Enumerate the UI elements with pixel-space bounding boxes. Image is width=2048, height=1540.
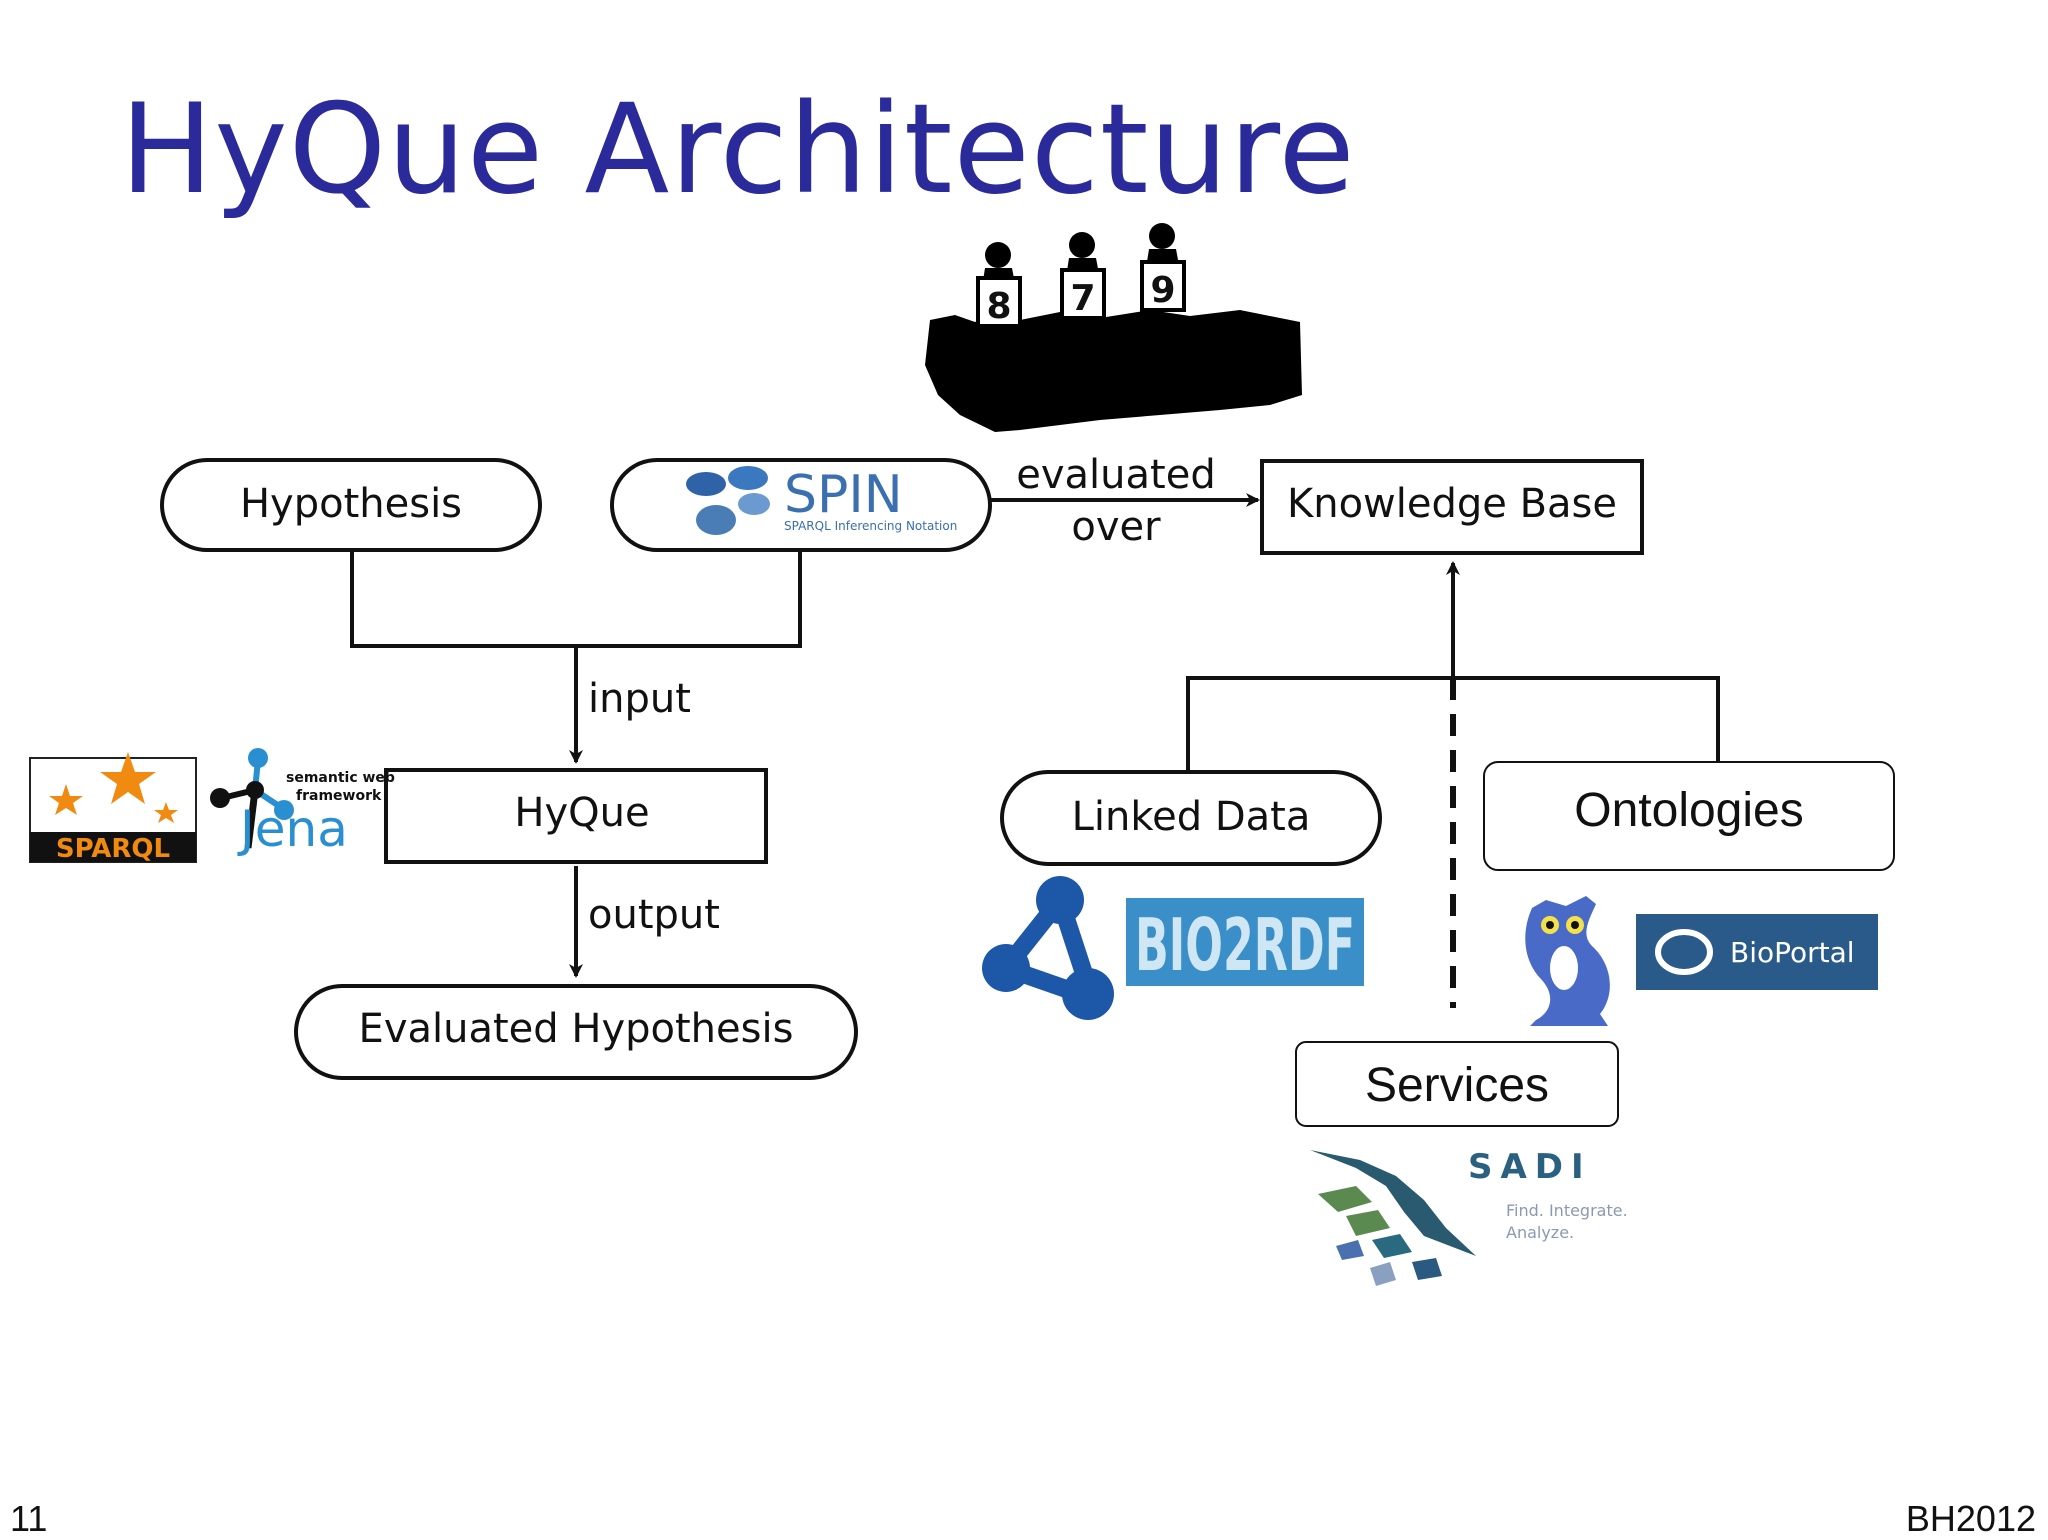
edge-label-output: output — [588, 892, 720, 938]
owl-icon — [1525, 896, 1610, 1026]
sadi-swirl-icon — [1310, 1150, 1476, 1286]
services-node: Services — [1295, 1041, 1619, 1127]
jena-tagline-1: semantic web — [286, 770, 395, 786]
connectors — [350, 493, 1720, 1008]
jena-wordmark: Jena — [237, 800, 348, 858]
score-card-1: 8 — [986, 286, 1011, 327]
knowledge-base-node: Knowledge Base — [1260, 459, 1644, 555]
jena-tagline-2: framework — [296, 788, 382, 804]
page-number: 11 — [10, 1498, 48, 1539]
bio2rdf-logo: BIO2RDF — [1126, 898, 1364, 987]
jena-molecule-icon — [210, 748, 294, 849]
star-icon — [100, 752, 156, 804]
spin-tagline: SPARQL Inferencing Notation — [784, 519, 957, 533]
sadi-tagline-2: Analyze. — [1506, 1223, 1574, 1242]
bioportal-logo: BioPortal — [1636, 914, 1878, 990]
hypothesis-label: Hypothesis — [240, 481, 462, 527]
ontologies-node: Ontologies — [1483, 761, 1895, 871]
sadi-wordmark: SADI — [1468, 1147, 1592, 1187]
score-card-3: 9 — [1150, 270, 1175, 311]
bio2rdf-wordmark: BIO2RDF — [1135, 903, 1355, 987]
edge-label-over: over — [1071, 504, 1161, 550]
sparql-wordmark: SPARQL — [56, 834, 170, 864]
jena-logo: semantic web framework Jena — [210, 748, 395, 858]
judges-scoring-icon: 8 7 9 — [925, 223, 1302, 432]
spin-node: SPIN SPARQL Inferencing Notation — [610, 458, 992, 552]
sparql-logo: SPARQL — [29, 752, 197, 864]
knowledge-base-label: Knowledge Base — [1287, 481, 1617, 527]
linked-data-node: Linked Data — [1000, 770, 1382, 866]
edge-label-input: input — [588, 676, 691, 722]
sadi-logo: SADI Find. Integrate. Analyze. — [1310, 1147, 1628, 1286]
ontologies-label: Ontologies — [1574, 784, 1803, 837]
linked-data-label: Linked Data — [1072, 794, 1311, 840]
spin-wordmark: SPIN — [784, 465, 903, 525]
star-icon — [154, 802, 178, 823]
star-icon — [49, 784, 83, 815]
evaluated-hypothesis-node: Evaluated Hypothesis — [294, 984, 858, 1080]
evaluated-hypothesis-label: Evaluated Hypothesis — [359, 1006, 794, 1052]
sadi-tagline-1: Find. Integrate. — [1506, 1201, 1628, 1220]
hyque-node: HyQue — [384, 768, 768, 864]
score-card-2: 7 — [1070, 278, 1095, 319]
linked-data-logo-icon — [982, 876, 1114, 1020]
spin-propeller-icon — [686, 466, 770, 535]
services-label: Services — [1365, 1059, 1549, 1112]
footer-label: BH2012 — [1905, 1498, 2036, 1539]
hypothesis-node: Hypothesis — [160, 458, 542, 552]
edge-label-evaluated: evaluated — [1016, 452, 1215, 498]
hyque-label: HyQue — [514, 790, 649, 836]
bioportal-wordmark: BioPortal — [1730, 936, 1855, 969]
slide-title: HyQue Architecture — [120, 78, 1356, 222]
hypothesis-spin-join-line — [350, 550, 802, 648]
